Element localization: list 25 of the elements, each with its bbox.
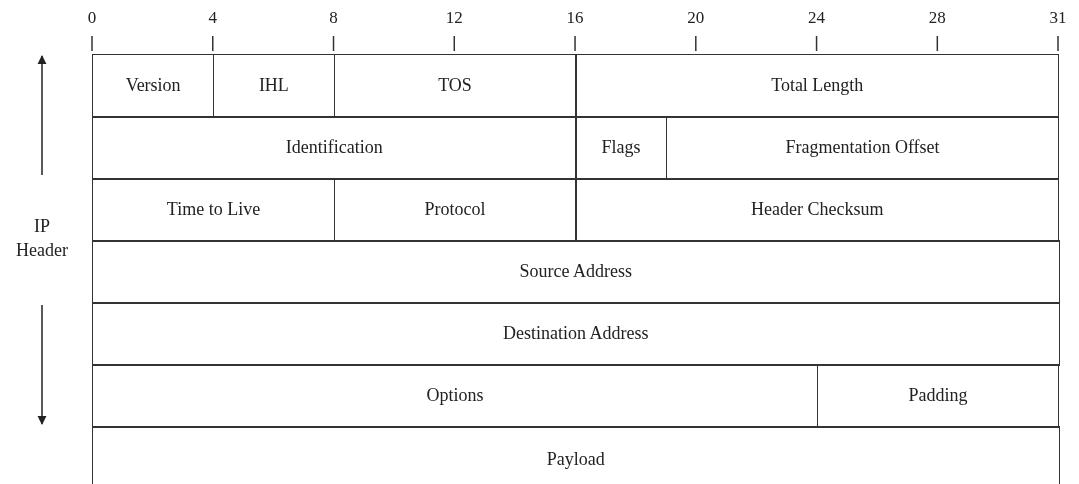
- bit-number: 31: [1049, 8, 1067, 28]
- bit-number: 4: [208, 8, 217, 28]
- header-field: TOS: [333, 54, 577, 118]
- header-field: Flags: [575, 116, 668, 180]
- header-field: Options: [92, 364, 819, 428]
- bit-number: 0: [87, 8, 97, 28]
- header-field: Fragmentation Offset: [665, 116, 1060, 180]
- bit-number: 28: [928, 8, 946, 28]
- header-field: Header Checksum: [575, 178, 1060, 242]
- header-field: Total Length: [575, 54, 1060, 118]
- header-field: Destination Address: [92, 302, 1060, 366]
- section-label: IP Header: [15, 215, 69, 262]
- header-field: Identification: [92, 116, 577, 180]
- header-field: Protocol: [333, 178, 577, 242]
- header-field: IHL: [212, 54, 335, 118]
- header-field: Padding: [816, 364, 1060, 428]
- bit-number: 12: [445, 8, 463, 28]
- bit-number: 16: [566, 8, 584, 28]
- bit-number: 20: [687, 8, 705, 28]
- header-field: Time to Live: [92, 178, 335, 242]
- header-field: Source Address: [92, 240, 1060, 304]
- header-field: Version: [92, 54, 215, 118]
- payload-field: Payload: [92, 426, 1060, 484]
- bit-number: 24: [808, 8, 826, 28]
- bit-number: 8: [329, 8, 338, 28]
